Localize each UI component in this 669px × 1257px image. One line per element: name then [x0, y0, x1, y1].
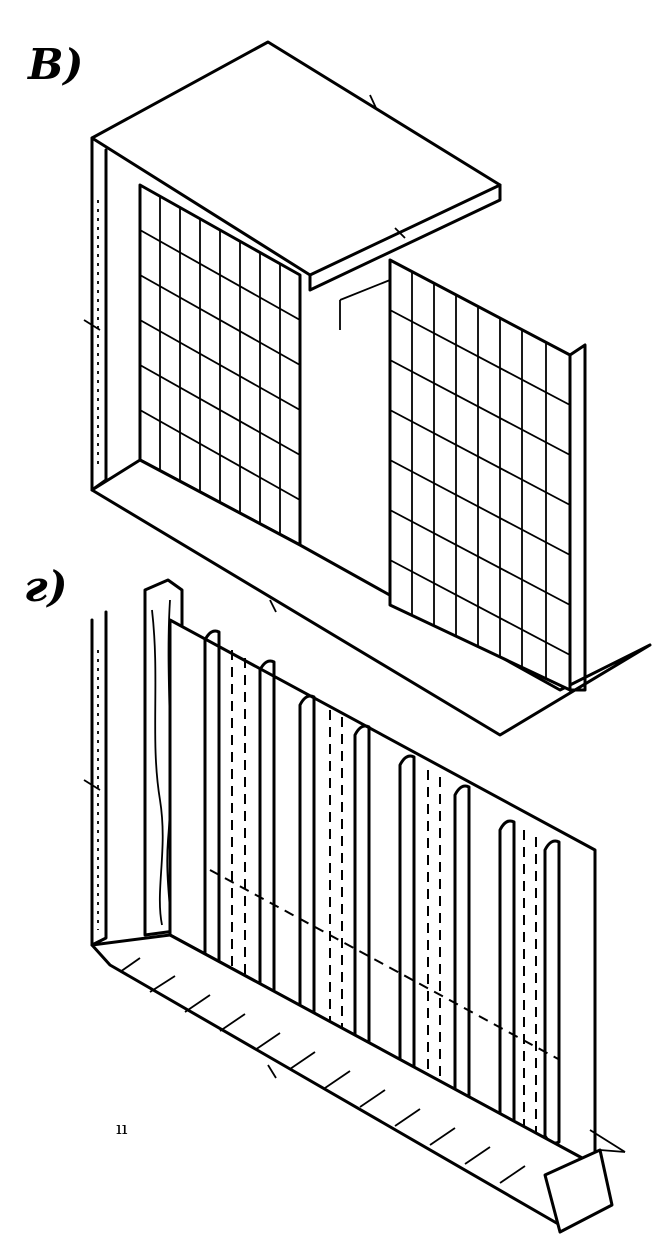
top-slab-front-edge: [308, 183, 502, 292]
box-with-panel-walls-illustration: [83, 40, 652, 737]
floor-hatching: [119, 957, 526, 1184]
left-post-wall: [90, 610, 108, 947]
corrugated-panel-wall-illustration: [83, 578, 626, 1234]
part-g-label: г): [24, 562, 68, 611]
left-wall-outline: [90, 136, 108, 492]
part-v-label: В): [28, 40, 84, 89]
right-panel-grid: [389, 272, 571, 679]
floor-base: [90, 458, 652, 737]
sill-timber: [543, 1148, 614, 1234]
left-panel-grid: [139, 196, 301, 537]
small-mark: ıı: [116, 1118, 128, 1139]
